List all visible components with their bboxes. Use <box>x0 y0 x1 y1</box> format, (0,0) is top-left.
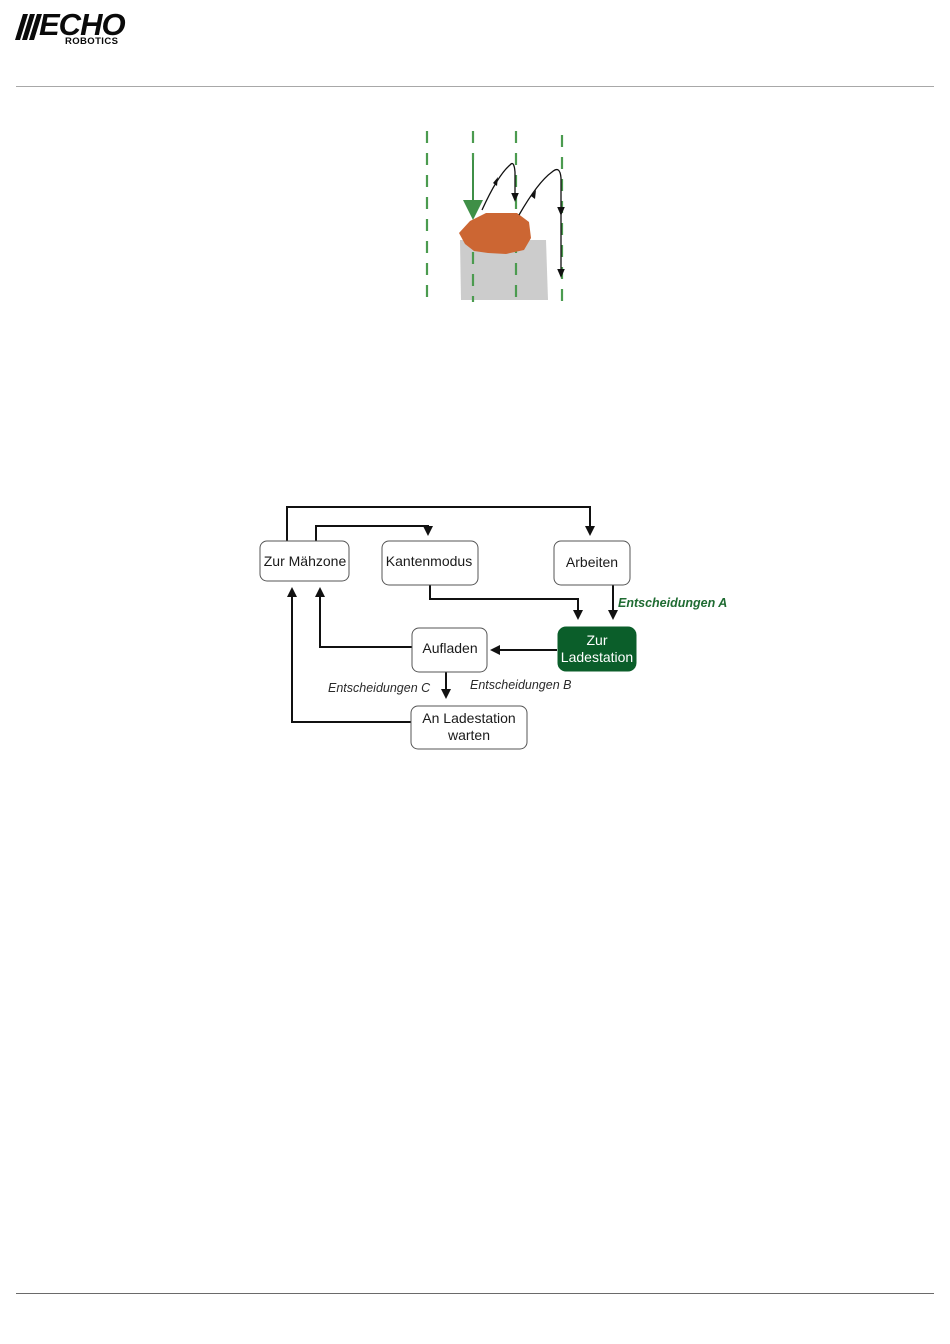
footer-divider <box>16 1293 934 1294</box>
edge-maehzone-kantenmodus <box>316 526 428 541</box>
node-zur-ladestation-label-2: Ladestation <box>561 649 633 665</box>
node-an-ladestation-label-1: An Ladestation <box>422 710 515 726</box>
decision-b-label: Entscheidungen B <box>470 678 571 692</box>
decision-c-label: Entscheidungen C <box>328 681 431 695</box>
node-kantenmodus-label: Kantenmodus <box>386 553 472 569</box>
edge-aufladen-maehzone <box>320 589 412 647</box>
node-zur-ladestation-label-1: Zur <box>587 632 608 648</box>
node-aufladen-label: Aufladen <box>422 640 477 656</box>
node-arbeiten-label: Arbeiten <box>566 554 618 570</box>
edge-kantenmodus-ladestation <box>430 585 578 618</box>
decision-a-label: Entscheidungen A <box>618 596 727 610</box>
edge-maehzone-arbeiten <box>287 507 590 541</box>
node-zur-maehzone-label: Zur Mähzone <box>264 553 347 569</box>
edge-warten-maehzone <box>292 589 411 722</box>
node-an-ladestation-label-2: warten <box>447 727 490 743</box>
